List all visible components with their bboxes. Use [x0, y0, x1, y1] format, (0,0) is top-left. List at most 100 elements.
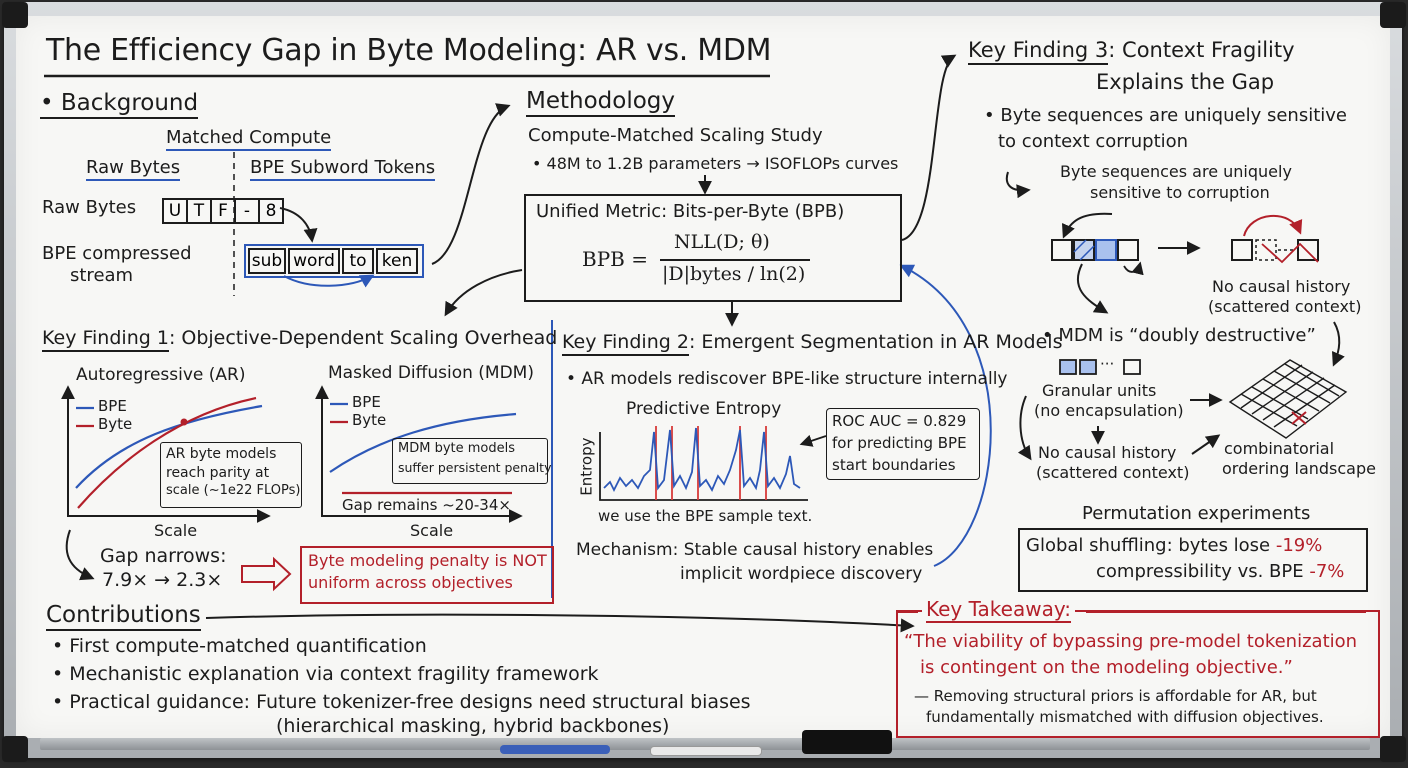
contribution-item: • First compute-matched quantification: [52, 635, 427, 657]
no-causal-label: No causal history: [1212, 277, 1351, 296]
unit-square: [1059, 359, 1077, 375]
penalty-arrow: [241, 556, 292, 592]
matched-compute-label: Matched Compute: [166, 127, 332, 151]
eraser[interactable]: [802, 730, 892, 754]
byte-square-missing: [1255, 239, 1277, 261]
mdm-chart-title: Masked Diffusion (MDM): [328, 363, 534, 383]
penalty-box: [300, 546, 554, 604]
frame-corner: [2, 2, 28, 28]
frame-corner: [1380, 736, 1406, 762]
methodology-line2: • 48M to 1.2B parameters → ISOFLOPs curv…: [532, 154, 899, 173]
ar-x-label: Scale: [154, 521, 198, 540]
penalty-line: uniform across objectives: [308, 573, 513, 592]
takeaway-note-2: fundamentally mismatched with diffusion …: [926, 708, 1324, 726]
contributions-heading: Contributions: [46, 602, 201, 631]
mdm-legend-bpe: BPE: [352, 393, 381, 411]
contribution-item: (hierarchical masking, hybrid backbones): [276, 715, 670, 737]
formula-numerator: NLL(D; θ): [674, 231, 770, 253]
corruption-arrow: [1061, 212, 1113, 239]
permutation-line: Global shuffling: bytes lose -19%: [1026, 535, 1323, 556]
byte-square-blue: [1095, 239, 1117, 261]
page-title: The Efficiency Gap in Byte Modeling: AR …: [46, 33, 772, 68]
bpe-row-label-2: stream: [70, 265, 134, 286]
mdm-legend-byte: Byte: [352, 411, 387, 429]
ar-byte-curve: [77, 396, 257, 509]
finding3-bullet-2: to context corruption: [998, 131, 1189, 152]
roc-line: for predicting BPE: [832, 434, 967, 452]
roc-line: start boundaries: [832, 456, 956, 474]
finding2-bullet: • AR models rediscover BPE-like structur…: [566, 369, 1008, 389]
roc-arrow: [799, 434, 827, 447]
entropy-series: [603, 427, 801, 493]
utf-to-bpe-arrow: [279, 207, 318, 243]
loop-arrow: [1123, 261, 1144, 276]
methodology-heading: Methodology: [526, 88, 676, 117]
mdm-bpe-curve: [329, 412, 517, 473]
formula-denominator: |D|bytes / ln(2): [662, 263, 806, 285]
methodology-line1: Compute-Matched Scaling Study: [528, 125, 823, 146]
gap-remains-label: Gap remains ~20-34×: [342, 496, 511, 514]
subword-cell: to: [342, 248, 374, 274]
combinatorial-label-2: ordering landscape: [1222, 459, 1376, 478]
to-landscape-arrow: [1191, 434, 1221, 455]
mdm-chart-axes: [315, 385, 523, 523]
gap-narrows-value: 7.9× → 2.3×: [102, 569, 223, 591]
ar-note-line: AR byte models: [166, 446, 277, 462]
combinatorial-grid: [1228, 359, 1348, 439]
finding2-heading: Key Finding 2: Emergent Segmentation in …: [562, 331, 1062, 356]
grid-cross: [1291, 411, 1307, 425]
byte-square: [1231, 239, 1253, 261]
takeaway-quote-2: is contingent on the modeling objective.…: [920, 657, 1293, 678]
blue-marker[interactable]: [500, 745, 610, 754]
byte-cell: 8: [258, 198, 284, 224]
byte-square-hatched: [1073, 239, 1095, 261]
ar-chart-axes: [61, 385, 271, 523]
combinatorial-label: combinatorial: [1224, 439, 1335, 458]
gap-narrows-label: Gap narrows:: [100, 545, 227, 567]
subpoint-arrow: [1005, 171, 1031, 199]
finding1-heading: Key Finding 1: Objective-Dependent Scali…: [42, 327, 557, 352]
finding3-sub: Byte sequences are uniquely: [1060, 162, 1292, 181]
permutation-box: [1018, 528, 1368, 592]
unit-square: [1123, 359, 1141, 375]
metric-to-finding3-arrow: [901, 54, 957, 241]
no-causal-label-2: (scattered context): [1208, 297, 1362, 316]
gap-narrows-arrow: [65, 529, 95, 581]
byte-cell: U: [162, 198, 188, 224]
mdm-note-box: [392, 438, 548, 484]
contribution-item: • Practical guidance: Future tokenizer-f…: [52, 691, 751, 713]
marker-tray: [40, 738, 1370, 750]
mdm-note-line: suffer persistent penalty: [398, 460, 552, 475]
formula-lhs: BPB =: [582, 247, 648, 271]
white-marker[interactable]: [650, 746, 762, 756]
byte-square: [1117, 239, 1139, 261]
ar-legend-byte: Byte: [98, 415, 133, 433]
metric-box: [524, 194, 902, 302]
byte-cell: T: [186, 198, 212, 224]
ar-note-line: reach parity at: [166, 465, 270, 481]
ar-note-box: [160, 442, 302, 508]
mechanism-line: Mechanism: Stable causal history enables: [576, 540, 934, 560]
to-grid-arrow: [1331, 321, 1345, 367]
no-causal-b-2: (scattered context): [1036, 463, 1190, 482]
metric-title: Unified Metric: Bits-per-Byte (BPB): [536, 201, 845, 222]
granular-label: Granular units: [1042, 381, 1157, 400]
ellipsis: ···: [1100, 355, 1115, 373]
entropy-y-label: Entropy: [577, 437, 596, 496]
subword-cell: ken: [376, 248, 418, 274]
ar-legend-bpe: BPE: [98, 397, 127, 415]
mdm-destructive: • MDM is “doubly destructive”: [1042, 325, 1316, 346]
permutation-title: Permutation experiments: [1082, 503, 1311, 524]
takeaway-heading: Key Takeaway:: [922, 597, 1075, 623]
background-to-methodology-arrow: [431, 103, 511, 265]
contribution-item: • Mechanistic explanation via context fr…: [52, 663, 599, 685]
unit-square: [1079, 359, 1097, 375]
byte-square: [1297, 239, 1319, 261]
to-mdm-arrow: [1076, 263, 1109, 314]
takeaway-note: — Removing structural priors is affordab…: [914, 687, 1317, 705]
penalty-line: Byte modeling penalty is NOT: [308, 551, 547, 570]
bpe-column: BPE Subword Tokens: [250, 157, 436, 181]
finding3-heading-2: Explains the Gap: [1096, 70, 1275, 94]
scatter-mark: [1261, 242, 1319, 264]
